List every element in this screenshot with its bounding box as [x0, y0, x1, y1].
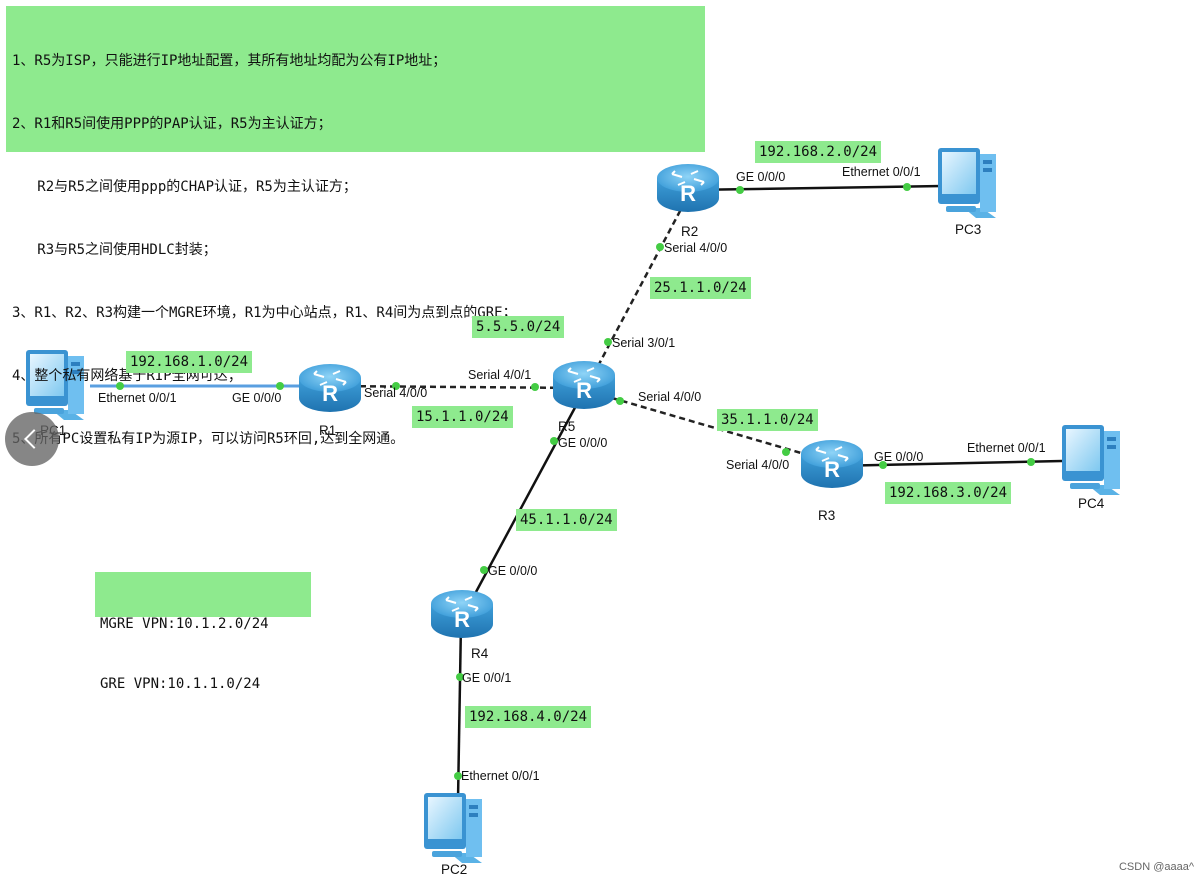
link-r1-r5 [329, 384, 584, 390]
subnet-label-lan2: 192.168.2.0/24 [755, 141, 882, 163]
link-r3-pc4 [831, 459, 1063, 468]
router-r3-icon[interactable] [800, 439, 864, 489]
back-button[interactable] [5, 412, 59, 466]
vpn-info-note: MGRE VPN:10.1.2.0/24 GRE VPN:10.1.1.0/24 [95, 572, 311, 692]
subnet-label-r2-r5: 25.1.1.0/24 [650, 277, 751, 299]
link-r2-pc3 [687, 184, 943, 192]
interface-dots [116, 183, 1035, 780]
subnet-label-r3-r5: 35.1.1.0/24 [717, 409, 818, 431]
device-label-r4: R4 [471, 646, 489, 661]
subnet-label-lan4: 192.168.4.0/24 [465, 706, 592, 728]
port-label-pc4-eth: Ethernet 0/0/1 [967, 441, 1046, 455]
port-label-r4-ge1: GE 0/0/1 [462, 671, 512, 685]
requirement-line: 2、R1和R5间使用PPP的PAP认证，R5为主认证方； [12, 116, 332, 132]
pc4-icon[interactable] [1062, 425, 1120, 495]
requirements-note: 1、R5为ISP，只能进行IP地址配置，其所有地址均配为公有IP地址； 2、R1… [6, 6, 705, 447]
port-label-pc1-eth: Ethernet 0/0/1 [98, 391, 177, 405]
port-label-r4-ge0: GE 0/0/0 [488, 564, 538, 578]
requirement-line: 5、所有PC设置私有IP为源IP，可以访问R5环回,达到全网通。 [12, 431, 405, 447]
subnet-label-loopback: 5.5.5.0/24 [472, 316, 565, 338]
link-r4-pc2 [456, 621, 463, 801]
device-label-pc3: PC3 [955, 222, 982, 237]
device-label-pc4: PC4 [1078, 496, 1105, 511]
port-label-pc3-eth: Ethernet 0/0/1 [842, 165, 921, 179]
port-label-r1-ge: GE 0/0/0 [232, 391, 282, 405]
device-label-r3: R3 [818, 508, 836, 523]
requirement-line: 3、R1、R2、R3构建一个MGRE环境，R1为中心站点，R1、R4间为点到点的… [12, 305, 517, 321]
port-label-r1-serial: Serial 4/0/0 [364, 386, 428, 400]
requirement-line: R2与R5之间使用ppp的CHAP认证，R5为主认证方； [12, 179, 357, 195]
device-label-r1: R1 [319, 423, 337, 438]
device-label-r2: R2 [681, 224, 699, 239]
port-label-r3-ge: GE 0/0/0 [874, 450, 924, 464]
vpn-info-line: GRE VPN:10.1.1.0/24 [100, 676, 261, 692]
link-r5-r2 [596, 195, 690, 367]
port-label-r3-serial: Serial 4/0/0 [726, 458, 790, 472]
vpn-info-line: MGRE VPN:10.1.2.0/24 [100, 616, 269, 632]
device-label-pc2: PC2 [441, 862, 468, 877]
port-label-r5-s301: Serial 3/0/1 [612, 336, 676, 350]
subnet-label-r1-r5: 15.1.1.0/24 [412, 406, 513, 428]
port-label-r5-s401: Serial 4/0/1 [468, 368, 532, 382]
port-label-r5-ge: GE 0/0/0 [558, 436, 608, 450]
pc2-icon[interactable] [424, 793, 482, 863]
port-label-pc2-eth: Ethernet 0/0/1 [461, 769, 540, 783]
port-label-r2-serial: Serial 4/0/0 [664, 241, 728, 255]
requirement-line: 1、R5为ISP，只能进行IP地址配置，其所有地址均配为公有IP地址； [12, 53, 447, 69]
subnet-label-lan1: 192.168.1.0/24 [126, 351, 253, 373]
router-r4-icon[interactable] [430, 589, 494, 639]
device-label-r5: R5 [558, 419, 576, 434]
requirement-line: R3与R5之间使用HDLC封装； [12, 242, 217, 258]
requirement-line: 4、整个私有网络基于RIP全网可达； [12, 368, 242, 384]
subnet-label-r4-r5: 45.1.1.0/24 [516, 509, 617, 531]
chevron-left-icon [24, 429, 44, 449]
pc3-icon[interactable] [938, 148, 996, 218]
port-label-r5-s400: Serial 4/0/0 [638, 390, 702, 404]
port-label-r2-ge: GE 0/0/0 [736, 170, 786, 184]
watermark: CSDN @aaaa^ [1118, 861, 1194, 873]
subnet-label-lan3: 192.168.3.0/24 [885, 482, 1012, 504]
